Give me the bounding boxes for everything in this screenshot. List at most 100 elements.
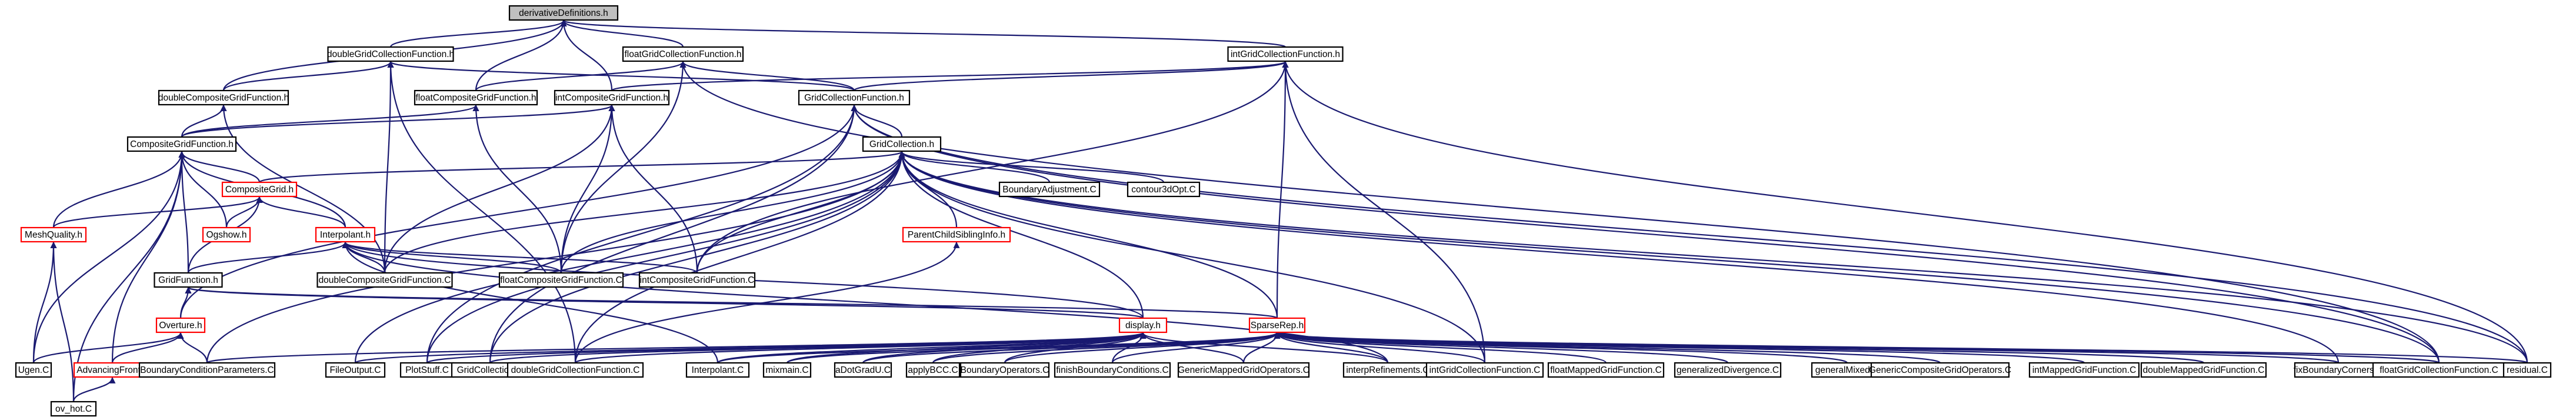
edge-overture-h-to-boundaryconditionparameters-c (177, 332, 208, 363)
node-label: fixBoundaryCorners.C (2294, 365, 2383, 375)
node-meshquality-h[interactable]: MeshQuality.h (20, 226, 87, 243)
node-boundaryadjustment-c[interactable]: BoundaryAdjustment.C (998, 181, 1101, 198)
node-box (998, 181, 1101, 198)
node-label: floatMappedGridFunction.C (1550, 365, 1662, 375)
edge-compositegridfunction-h-to-gridfunction-h (178, 151, 189, 273)
node-box (316, 272, 453, 288)
node-box (834, 362, 892, 378)
node-label: GridCollection.C (457, 365, 524, 375)
edge-compositegridfunction-h-to-ogshow-h (178, 151, 228, 228)
node-display-h[interactable]: display.h (1118, 317, 1168, 333)
node-parentchildsiblinginfo-h[interactable]: ParentChildSiblingInfo.h (902, 226, 1011, 243)
edge-floatgridcollectionfunction-h-to-floatcompositegridfunction-h (475, 61, 687, 91)
node-doublegridcollectionfunction-c[interactable]: doubleGridCollectionFunction.C (506, 362, 644, 378)
edge-meshquality-h-to-ugen-c (32, 241, 57, 363)
edge-gridcollection-h-to-parentchildsiblinginfo-h (898, 151, 958, 228)
node-compositegrid-h[interactable]: CompositeGrid.h (221, 181, 298, 198)
node-plotstuff-c[interactable]: PlotStuff.C (399, 362, 455, 378)
node-sparserep-h[interactable]: SparseRep.h (1248, 317, 1306, 333)
node-floatmappedgridfunction-c[interactable]: floatMappedGridFunction.C (1547, 362, 1665, 378)
node-label: CompositeGridFunction.h (130, 139, 234, 149)
node-finishboundaryconditions-c[interactable]: finishBoundaryConditions.C (1054, 362, 1171, 378)
node-generalizeddivergence-c[interactable]: generalizedDivergence.C (1674, 362, 1782, 378)
node-label: generalMixed.C (1815, 365, 1879, 375)
node-overture-h[interactable]: Overture.h (155, 317, 206, 333)
node-ogshow-h[interactable]: Ogshow.h (202, 226, 251, 243)
node-boundaryconditionparameters-c[interactable]: BoundaryConditionParameters.C (138, 362, 276, 378)
node-interpolant-h[interactable]: Interpolant.h (315, 226, 376, 243)
node-label: GridFunction.h (158, 275, 218, 285)
edge-sparserep-h-to-finishboundaryconditions-c (1111, 332, 1281, 363)
node-gridcollection-h[interactable]: GridCollection.h (862, 136, 942, 152)
edge-gridfunction-h-to-sparserep-h (185, 286, 1278, 319)
edge-intgridcollectionfunction-h-to-intcompositegridfunction-c (696, 61, 1289, 273)
node-box (905, 362, 961, 378)
node-floatgridcollectionfunction-c[interactable]: floatGridCollectionFunction.C (2372, 362, 2506, 378)
node-label: BoundaryConditionParameters.C (140, 365, 274, 375)
node-box (902, 226, 1011, 243)
edge-gridcollection-h-to-sparserep-h (898, 151, 1278, 319)
node-doublecompositegridfunction-c[interactable]: doubleCompositeGridFunction.C (316, 272, 453, 288)
node-doublecompositegridfunction-h[interactable]: doubleCompositeGridFunction.h (158, 89, 289, 106)
node-interprefinements-c[interactable]: interpRefinements.C (1342, 362, 1433, 378)
node-box (2140, 362, 2267, 378)
edge-sparserep-h-to-floatmappedgridfunction-c (1274, 332, 1607, 364)
node-box (1547, 362, 1665, 378)
node-label: Ogshow.h (206, 230, 247, 240)
node-gridcollectionfunction-h[interactable]: GridCollectionFunction.h (798, 89, 911, 106)
node-mixmain-c[interactable]: mixmain.C (762, 362, 812, 378)
node-compositegridfunction-h[interactable]: CompositeGridFunction.h (126, 136, 237, 152)
node-box (327, 46, 454, 62)
node-genericcompositegridoperators-c[interactable]: GenericCompositeGridOperators.C (1869, 362, 2011, 378)
node-boundaryoperators-c[interactable]: BoundaryOperators.C (959, 362, 1050, 378)
node-floatcompositegridfunction-h[interactable]: floatCompositeGridFunction.h (414, 89, 538, 106)
node-intcompositegridfunction-h[interactable]: intCompositeGridFunction.h (554, 89, 670, 106)
edge-sparserep-h-to-intgridcollectionfunction-c (1274, 332, 1486, 363)
node-adotgradu-c[interactable]: aDotGradU.C (834, 362, 892, 378)
node-box (1227, 46, 1344, 62)
node-doublemappedgridfunction-c[interactable]: doubleMappedGridFunction.C (2140, 362, 2267, 378)
edge-intgridcollectionfunction-h-to-gridcollectionfunction-h (853, 61, 1289, 92)
node-genericmappedgridoperators-c[interactable]: GenericMappedGridOperators.C (1177, 362, 1310, 378)
node-intgridcollectionfunction-h[interactable]: intGridCollectionFunction.h (1227, 46, 1344, 62)
node-box (50, 401, 97, 417)
node-floatcompositegridfunction-c[interactable]: floatCompositeGridFunction.C (498, 272, 624, 288)
node-ov-hot-c[interactable]: ov_hot.C (50, 401, 97, 417)
edge-advancingfront-h-to-ov-hot-c (72, 376, 116, 402)
node-interpolant-c[interactable]: Interpolant.C (685, 362, 750, 378)
node-applybcc-c[interactable]: applyBCC.C (905, 362, 961, 378)
node-box (154, 272, 223, 288)
node-gridfunction-h[interactable]: GridFunction.h (154, 272, 223, 288)
node-intmappedgridfunction-c[interactable]: intMappedGridFunction.C (2028, 362, 2140, 378)
node-box (221, 181, 298, 198)
node-label: MeshQuality.h (25, 230, 82, 240)
node-derivativedefinitions-h[interactable]: derivativeDefinitions.h (508, 5, 619, 21)
node-box (158, 89, 289, 106)
node-label: intCompositeGridFunction.C (640, 275, 755, 285)
node-fixboundarycorners-c[interactable]: fixBoundaryCorners.C (2294, 362, 2383, 378)
node-box (155, 317, 206, 333)
node-doublegridcollectionfunction-h[interactable]: doubleGridCollectionFunction.h (327, 46, 454, 62)
node-label: FileOutput.C (329, 365, 381, 375)
edge-doublegridcollectionfunction-h-to-doublegridcollectionfunction-c (387, 61, 576, 363)
edge-gridcollection-h-to-gridcollection-c (489, 151, 905, 363)
node-box (638, 272, 756, 288)
node-fileoutput-c[interactable]: FileOutput.C (325, 362, 386, 378)
edge-doublegridcollectionfunction-h-to-doublecompositegridfunction-h (222, 61, 394, 91)
node-label: PlotStuff.C (405, 365, 449, 375)
node-ugen-c[interactable]: Ugen.C (15, 362, 52, 378)
edge-intcompositegridfunction-h-to-floatcompositegridfunction-c (560, 104, 615, 273)
node-box (414, 89, 538, 106)
node-residual-c[interactable]: residual.C (2502, 362, 2552, 378)
edge-derivativedefinitions-h-to-intgridcollectionfunction-h (561, 19, 1287, 48)
node-floatgridcollectionfunction-h[interactable]: floatGridCollectionFunction.h (622, 46, 744, 62)
node-box (1054, 362, 1171, 378)
node-contour3dopt-c[interactable]: contour3dOpt.C (1127, 181, 1201, 198)
edge-overture-h-to-ugen-c (32, 332, 184, 363)
node-label: Interpolant.h (320, 230, 371, 240)
edge-gridcollection-h-to-floatcompositegridfunction-c (560, 151, 905, 273)
edge-gridcollection-h-to-intgridcollectionfunction-c (898, 151, 1486, 363)
node-intgridcollectionfunction-c[interactable]: intGridCollectionFunction.C (1425, 362, 1544, 378)
edge-gridcollectionfunction-h-to-residual-c (851, 104, 2528, 363)
node-intcompositegridfunction-c[interactable]: intCompositeGridFunction.C (638, 272, 756, 288)
